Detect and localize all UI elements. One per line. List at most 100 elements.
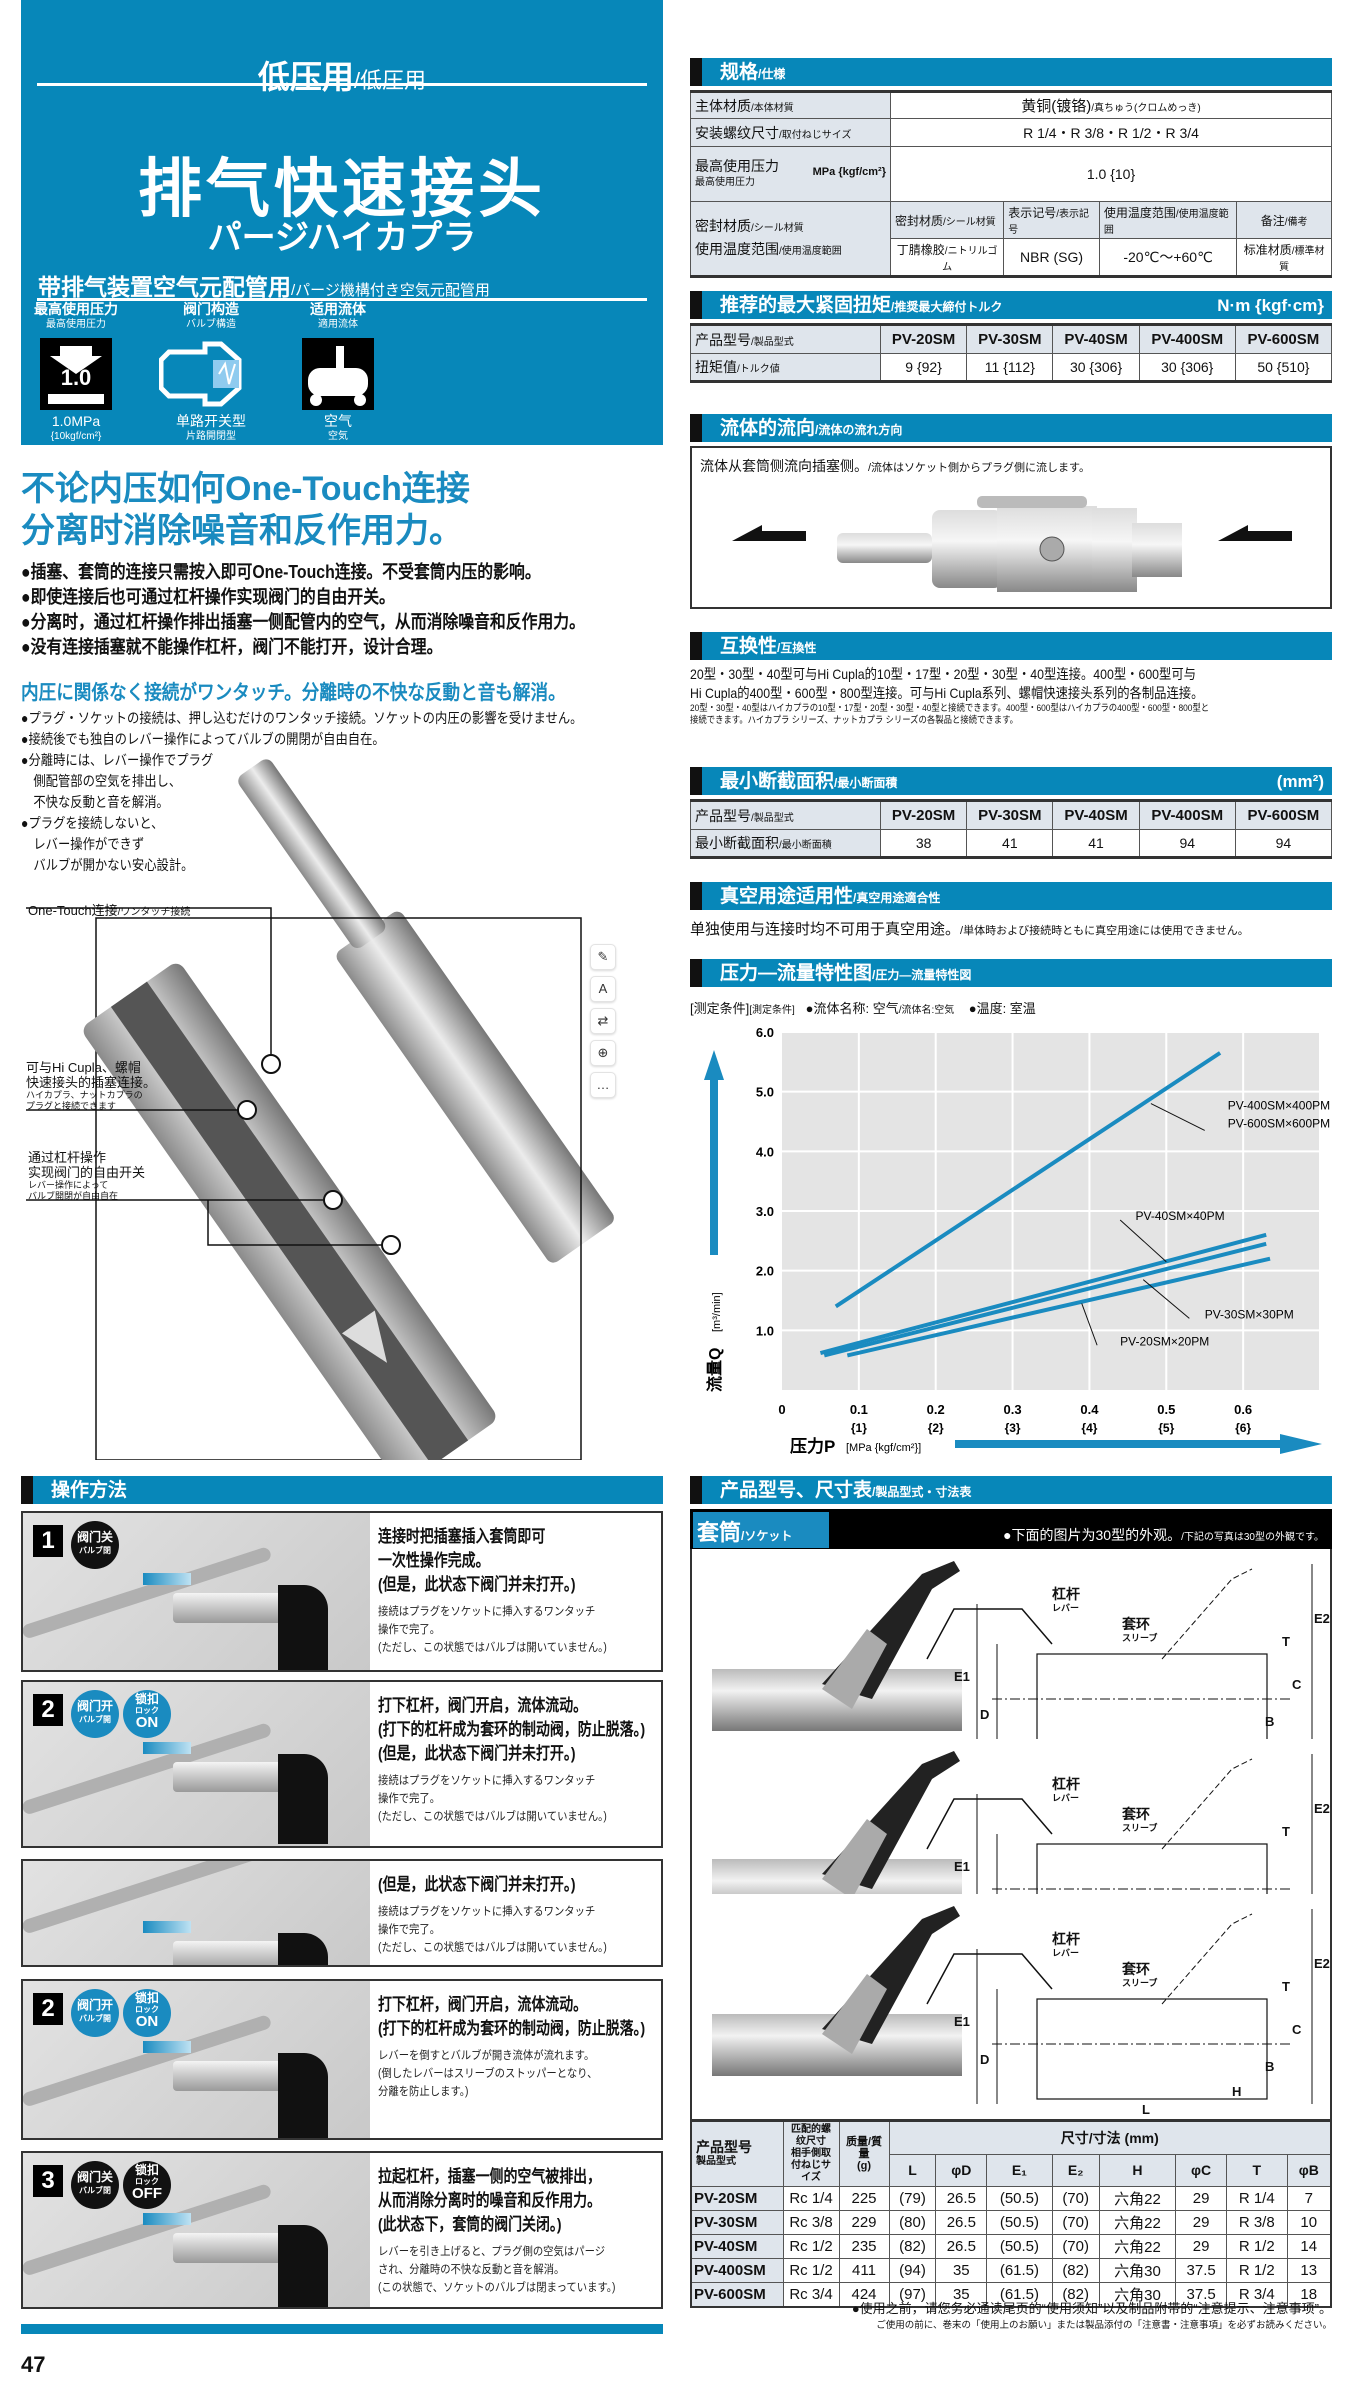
- status-badge: 阀门开バルブ開: [71, 1989, 119, 2037]
- row-label: 扭矩值/トルク値: [690, 353, 881, 382]
- y-tick-label: 5.0: [756, 1085, 774, 1100]
- dim-D: D: [980, 2052, 990, 2067]
- table-cell: (82): [1051, 2258, 1100, 2283]
- table-cell: 37.5: [1175, 2258, 1227, 2283]
- leader-line: [1150, 1103, 1205, 1131]
- y-tick-label: 3.0: [756, 1204, 774, 1219]
- table-cell: (82): [888, 2234, 937, 2259]
- x-tick-label-2: {2}: [928, 1421, 944, 1435]
- section-operation: 操作方法: [21, 1476, 663, 1504]
- spec-label: 主体材质: [695, 97, 751, 114]
- edit-image-icon[interactable]: ✎: [590, 944, 616, 970]
- spec-unit: MPa {kgf/cm²}: [812, 165, 886, 178]
- air-compressor-icon: [302, 338, 374, 410]
- table-cell: 六角30: [1098, 2258, 1177, 2283]
- flow-direction-box: 流体从套筒侧流向插塞侧。/流体はソケット側からプラグ側に流します。: [690, 446, 1332, 609]
- sleeve-label: 套环: [1122, 1616, 1150, 1632]
- col-mass: 质量/質量(g): [838, 2120, 890, 2187]
- interchange-line-ja: 20型・30型・40型はハイカプラの10型・17型・20型・30型・40型と接続…: [690, 703, 1210, 714]
- headline: 不论内压如何One-Touch连接 分离时消除噪音和反作用力。: [21, 468, 470, 552]
- feature-label-ja: 適用流体: [318, 319, 358, 330]
- callout-text: One-Touch连接: [28, 903, 118, 918]
- section-title-ja: /製品型式・寸法表: [872, 1485, 972, 1499]
- x-tick-label-2: {5}: [1158, 1421, 1174, 1435]
- table-header-row: 产品型号製品型式匹配的螺纹尺寸相手側取付ねじサイズ质量/質量(g)尺寸/寸法 (…: [690, 2120, 1332, 2187]
- jp-bullet: ●プラグ・ソケットの接続は、押し込むだけのワンタッチ接続。ソケットの内圧の影響を…: [21, 710, 583, 726]
- table-cell: 六角22: [1098, 2234, 1177, 2259]
- seal-head: 备注: [1260, 213, 1285, 228]
- step-desc-line: (打下的杠杆成为套环的制动阀，防止脱落。): [378, 2019, 646, 2038]
- table-cell: (79): [888, 2186, 937, 2211]
- photo-note-ja: /下記の写真は30型の外観です。: [1181, 1532, 1324, 1543]
- more-options-icon[interactable]: …: [590, 1072, 616, 1098]
- spec-label-ja: /本体材質: [751, 102, 794, 114]
- jp-bullet: バルブが開かない安心設計。: [21, 857, 194, 873]
- section-title: 流体的流向: [720, 418, 816, 439]
- section-flow-direction: 流体的流向/流体の流れ方向: [690, 414, 1332, 442]
- spec-label: 密封材质: [695, 217, 751, 234]
- zoom-in-icon[interactable]: ⊕: [590, 1040, 616, 1066]
- step-text: 连接时把插塞插入套筒即可一次性操作完成。(但是，此状态下阀门并未打开。)接続はプ…: [370, 1513, 661, 1670]
- coupler: [173, 2061, 283, 2091]
- dimension-grid: 产品型号製品型式匹配的螺纹尺寸相手側取付ねじサイズ质量/質量(g)尺寸/寸法 (…: [690, 2120, 1332, 2308]
- badge-state: ON: [135, 1714, 159, 1731]
- table-cell: 26.5: [935, 2234, 988, 2259]
- x-tick-label-2: {3}: [1005, 1421, 1021, 1435]
- dim-E2: E2: [1314, 1611, 1330, 1626]
- badge-label-ja: バルブ開: [79, 2014, 111, 2023]
- category-zh: 低压用: [257, 59, 354, 95]
- model-header: PV-600SM: [1234, 800, 1333, 830]
- col-thread-ja: 相手側取付ねじサイズ: [791, 2148, 831, 2183]
- col-thread-zh: 匹配的螺纹尺寸: [791, 2124, 831, 2147]
- footer-bar: [21, 2324, 663, 2334]
- section-title-ja: /圧力—流量特性図: [872, 968, 972, 982]
- seal-value: 丁腈橡胶: [896, 243, 945, 257]
- table-cell: 41: [1052, 829, 1140, 858]
- model-header: PV-40SM: [1052, 324, 1140, 354]
- interchange-line: 20型・30型・40型可与Hi Cupla的10型・17型・20型・30型・40…: [690, 666, 1196, 682]
- badge-state: OFF: [132, 2185, 162, 2202]
- col-dim: E₁: [986, 2153, 1053, 2188]
- category: 低压用/低圧用: [21, 52, 663, 98]
- convert-icon[interactable]: ⇄: [590, 1008, 616, 1034]
- series-line-3: [846, 1256, 1271, 1358]
- y-tick-label: 2.0: [756, 1264, 774, 1279]
- badge-label-ja: バルブ閉: [79, 1546, 111, 1555]
- product-subtitle: パージハイカプラ: [207, 219, 477, 257]
- valve-structure-icon: [158, 338, 263, 410]
- table-cell: (97): [888, 2282, 937, 2308]
- spec-label-ja: 最高使用圧力: [695, 176, 755, 188]
- x-tick-label: 0.2: [927, 1402, 945, 1417]
- step-desc-ja: 接続はプラグをソケットに挿入するワンタッチ操作で完了。(ただし、この状態ではバル…: [378, 1772, 659, 1826]
- bullet: ●即使连接后也可通过杠杆操作实现阀门的自由开关。: [21, 587, 395, 607]
- badge-state: ON: [135, 2013, 159, 2030]
- table-cell: (80): [888, 2210, 937, 2235]
- callout-text-ja: レバー操作によって: [28, 1180, 109, 1190]
- step-desc-ja: レバーを倒すとバルブが開き流体が流れます。(倒したレバーはスリーブのストッパーと…: [378, 2047, 659, 2101]
- usage-note-ja: ご使用の前に、巻末の「使用上のお願い」または製品添付の「注意書・注意事項」を必ず…: [876, 2320, 1332, 2331]
- table-cell: 13: [1286, 2258, 1332, 2283]
- bullet: ●插塞、套筒的连接只需按入即可One-Touch连接。不受套筒内压的影响。: [21, 562, 541, 582]
- divider: [37, 298, 647, 301]
- table-cell: 26.5: [935, 2210, 988, 2235]
- feature-bullets: ●插塞、套筒的连接只需按入即可One-Touch连接。不受套筒内压的影响。 ●即…: [21, 560, 741, 660]
- step-number: 1: [33, 1525, 63, 1557]
- badge-label-ja: ロック: [135, 2177, 159, 2186]
- x-tick-label: 0.3: [1004, 1402, 1022, 1417]
- badge-label: 阀门关: [76, 2170, 113, 2184]
- annotate-text-icon[interactable]: A: [590, 976, 616, 1002]
- table-cell: 424: [838, 2282, 890, 2308]
- table-cell: 7: [1286, 2186, 1332, 2211]
- dim-E1: E1: [954, 1669, 970, 1684]
- leader-line: [1142, 1279, 1190, 1319]
